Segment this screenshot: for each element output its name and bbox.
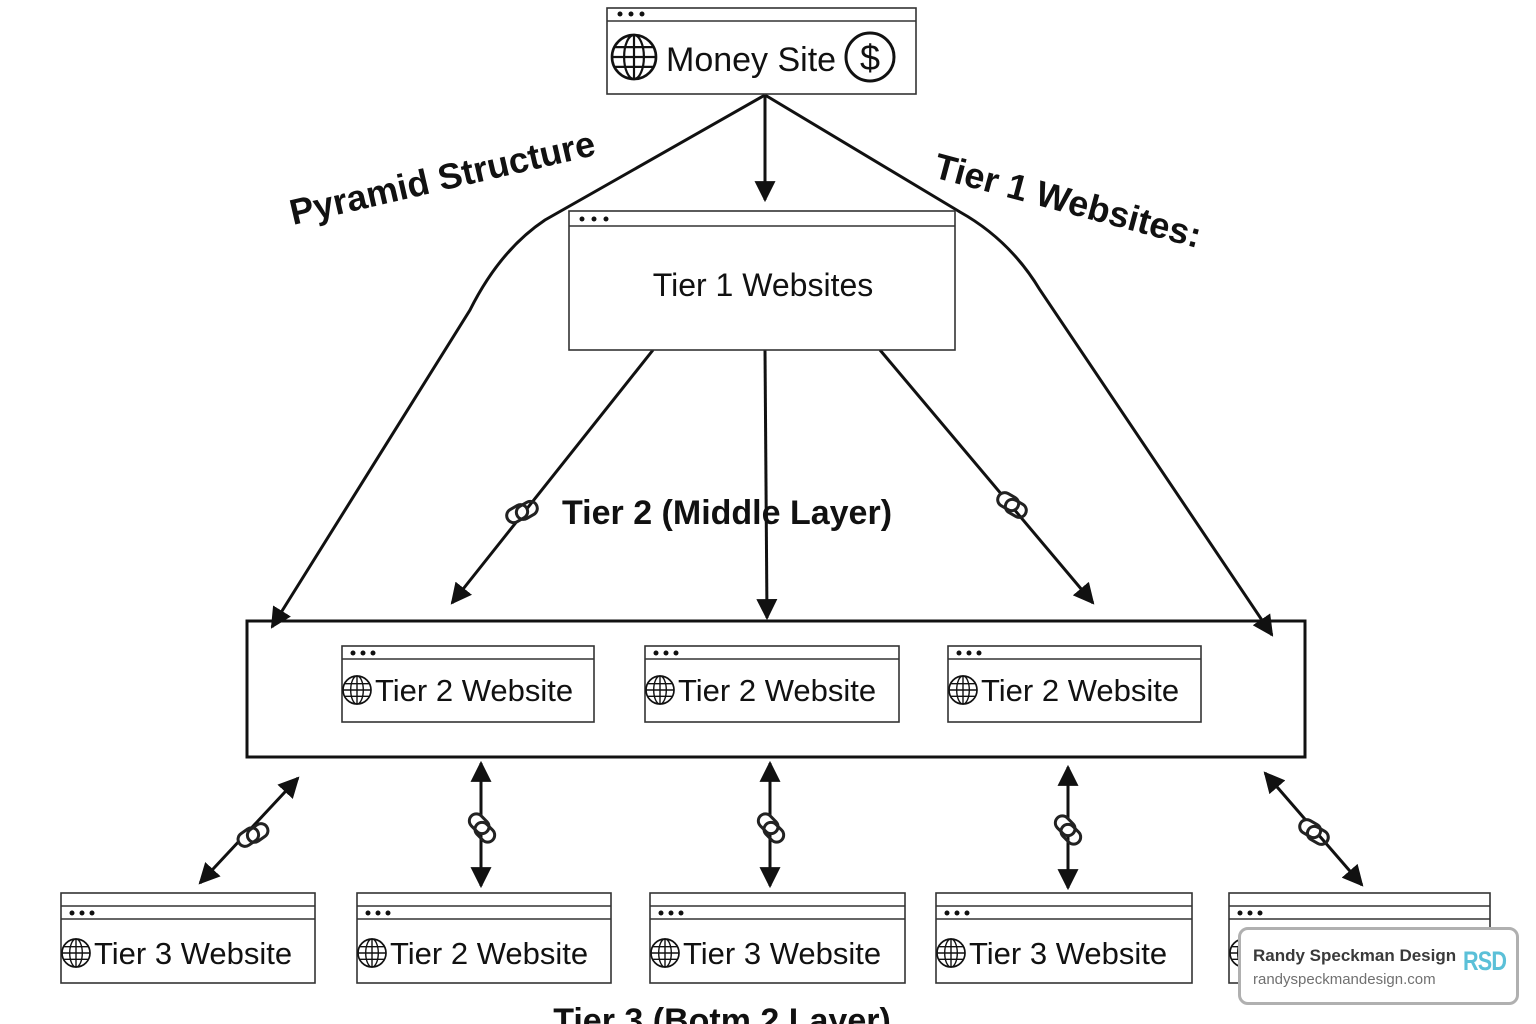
tier2-sites: Tier 2 Website Tier 2 Website Tier 2 Websi… [341, 645, 1202, 723]
tier3-site-window: Tier 2 Website [356, 892, 612, 984]
chain-icon [1294, 815, 1334, 849]
tier2-site-window: Tier 2 Website [947, 645, 1202, 723]
tier2-layer-label: Tier 2 (Middle Layer) [562, 494, 892, 532]
chain-icon [502, 495, 542, 529]
globe-icon [357, 938, 387, 968]
arrow-money-to-tier2-right [764, 93, 1274, 637]
arrow-tier1-to-tier2-right [878, 349, 1095, 605]
tier1-side-label: Tier 1 Websites: [930, 145, 1206, 256]
globe-icon [610, 33, 658, 81]
chain-icon [463, 809, 501, 847]
svg-text:$: $ [860, 37, 880, 78]
tier2-site-window: Tier 2 Website [644, 645, 900, 723]
tier3-layer-label: Tier 3 (Botm 2 Layer) [553, 1002, 891, 1024]
arrow-tier1-to-tier2-left [450, 349, 655, 605]
connectors [198, 93, 1364, 891]
money-site-window: Money Site $ [606, 7, 917, 95]
watermark-card: Randy Speckman Design randyspeckmandesig… [1238, 927, 1519, 1005]
watermark-name: Randy Speckman Design [1253, 946, 1457, 965]
watermark-url: randyspeckmandesign.com [1253, 971, 1436, 988]
globe-icon [645, 675, 675, 705]
tier1-window: Tier 1 Websites [568, 210, 956, 351]
site-label: Tier 2 Website [375, 673, 573, 708]
arrow-money-to-tier2-left [270, 93, 766, 629]
site-label: Tier 3 Website [94, 936, 292, 971]
globe-icon [342, 675, 372, 705]
window-dots-icon [617, 11, 645, 17]
chain-icon [233, 817, 273, 853]
globe-icon [61, 938, 91, 968]
site-label: Tier 3 Website [969, 936, 1167, 971]
tier1-label: Tier 1 Websites [653, 267, 874, 303]
site-label: Tier 2 Website [678, 673, 876, 708]
chain-icon [992, 488, 1032, 522]
site-label: Tier 2 Website [981, 673, 1179, 708]
globe-icon [948, 675, 978, 705]
money-site-label: Money Site [666, 41, 836, 79]
tier3-site-window: Tier 3 Website [649, 892, 906, 984]
site-label: Tier 2 Website [390, 936, 588, 971]
tier2-container [245, 619, 1307, 759]
tier3-site-window: Tier 3 Website [935, 892, 1193, 984]
rsd-logo: RSD [1463, 946, 1507, 976]
globe-icon [936, 938, 966, 968]
dollar-icon: $ [844, 31, 896, 83]
arrow-tier1-to-tier2-center [756, 349, 778, 621]
globe-icon [650, 938, 680, 968]
tier3-site-window: Tier 3 Website [60, 892, 316, 984]
chain-icon [752, 809, 790, 847]
chain-icon [1049, 811, 1087, 849]
site-label: Tier 3 Website [683, 936, 881, 971]
tier2-site-window: Tier 2 Website [341, 645, 595, 723]
